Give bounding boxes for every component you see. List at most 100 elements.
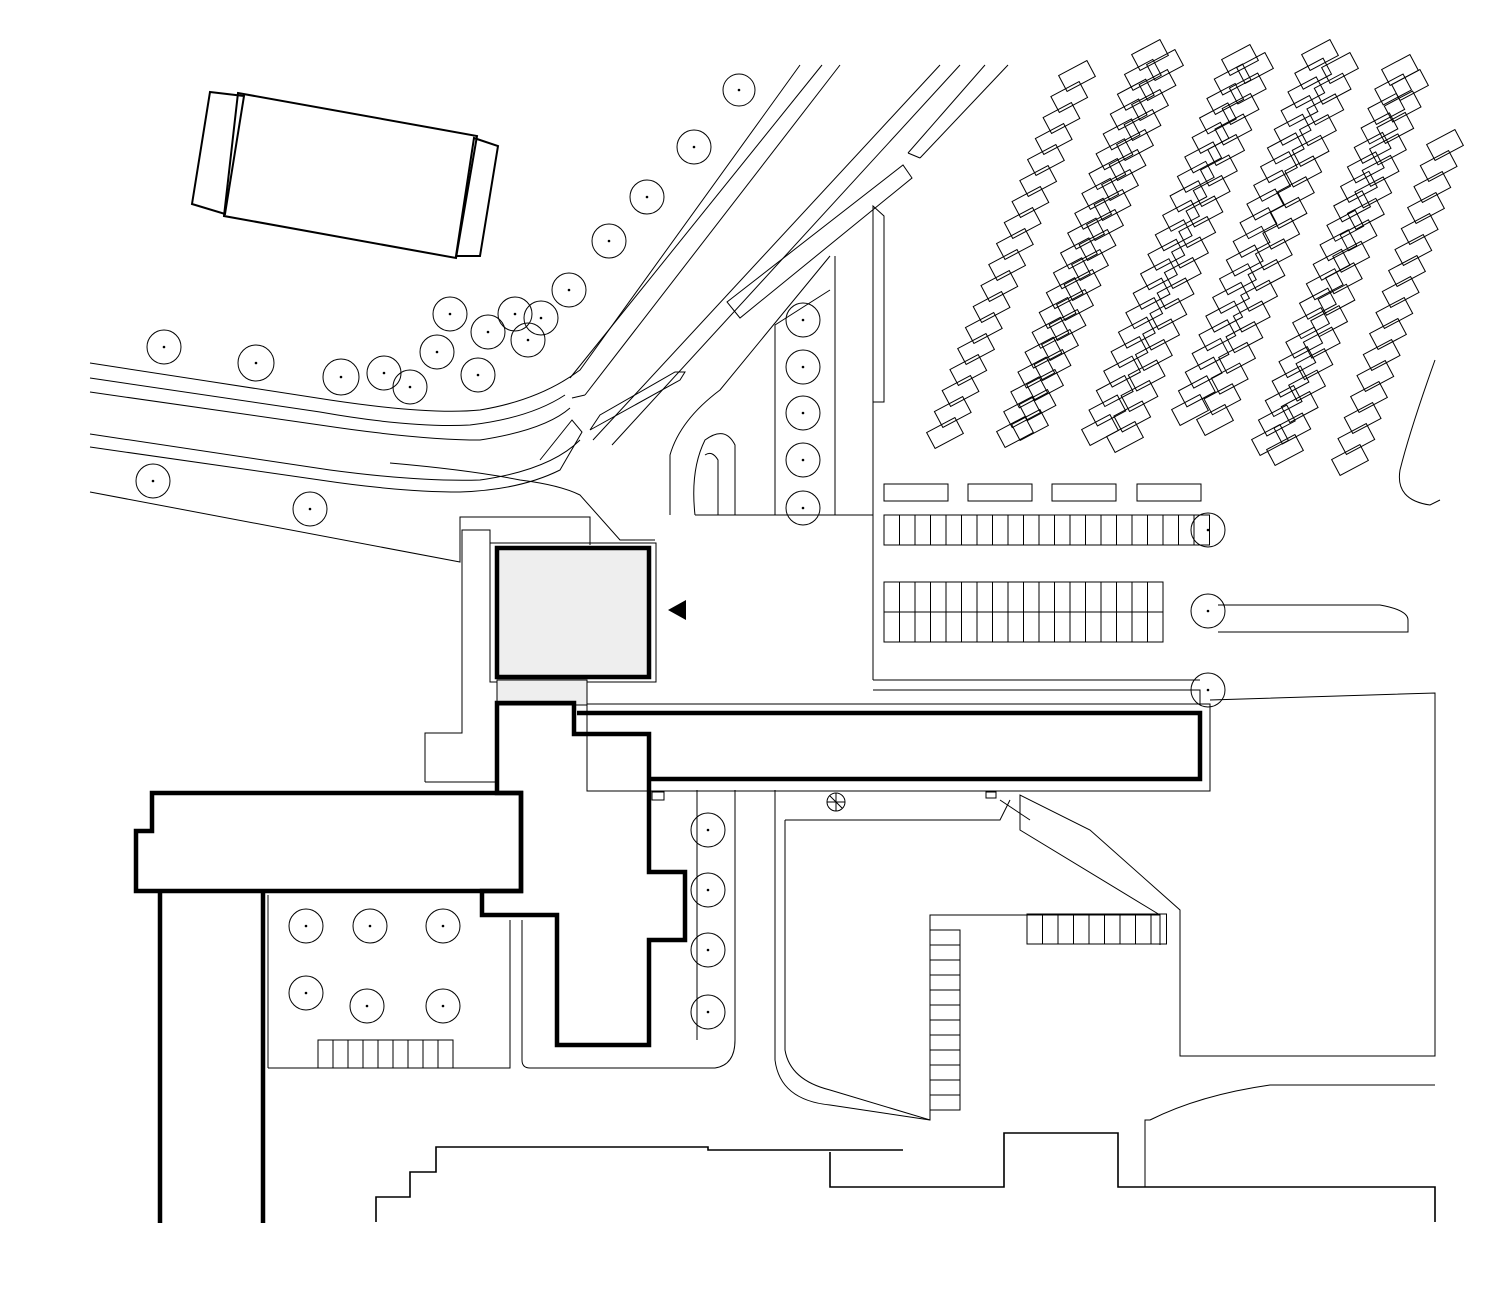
parked-car: [1280, 390, 1319, 424]
parking-stall: [377, 1039, 394, 1069]
parked-car: [1113, 400, 1152, 433]
parked-car: [1346, 197, 1385, 230]
parking-stall: [929, 1064, 961, 1081]
parked-car: [1093, 188, 1132, 222]
parked-car: [1346, 151, 1385, 184]
tree-symbol-icon: [135, 463, 171, 499]
parked-car: [1218, 341, 1257, 375]
parked-car: [1125, 297, 1164, 330]
parked-car: [1254, 238, 1293, 271]
parked-car: [1117, 316, 1156, 349]
parking-stall: [1147, 581, 1164, 613]
parking-stall: [976, 581, 993, 613]
parked-car: [972, 290, 1011, 324]
parked-car: [1257, 404, 1296, 437]
parked-car: [1406, 191, 1446, 225]
tree-symbols: [135, 73, 1226, 1030]
tree-symbol-icon: [785, 302, 821, 338]
parked-car: [1019, 164, 1058, 198]
parked-car: [1313, 72, 1352, 105]
parking-stall: [1136, 483, 1202, 502]
tree-symbol-icon: [292, 491, 328, 527]
parked-car: [1374, 73, 1413, 106]
parked-car: [1138, 68, 1177, 102]
parked-car: [964, 311, 1003, 345]
parked-car: [1095, 374, 1134, 408]
tree-symbol-icon: [425, 908, 461, 944]
parking-stall: [930, 611, 947, 643]
tree-symbol-icon: [497, 296, 533, 332]
parked-car: [1317, 283, 1356, 316]
parking-stall: [437, 1039, 454, 1069]
parked-car: [1278, 345, 1317, 379]
parking-stall: [1104, 913, 1121, 945]
parked-car: [1349, 380, 1389, 414]
parked-car: [1339, 219, 1378, 252]
parking-stall: [1100, 581, 1117, 613]
parked-car: [1295, 347, 1334, 381]
parked-car: [1095, 138, 1134, 171]
road-lines: [89, 64, 1441, 1187]
parked-car: [1109, 98, 1148, 131]
parked-car: [1191, 121, 1230, 155]
tree-symbol-icon: [460, 357, 496, 393]
parking-stall: [929, 1079, 961, 1096]
detached-building: [190, 90, 500, 260]
tree-symbol-icon: [690, 812, 726, 848]
tree-symbol-icon: [288, 908, 324, 944]
parking-stall: [1069, 581, 1086, 613]
parked-car: [1324, 262, 1363, 295]
parking-stall: [883, 514, 900, 546]
parked-car: [1081, 177, 1120, 211]
parked-car: [995, 227, 1034, 261]
parking-stall: [961, 581, 978, 613]
parking-stall: [929, 989, 961, 1006]
tree-symbol-icon: [237, 344, 275, 382]
parked-car: [1239, 207, 1278, 240]
main-building: [133, 700, 1211, 1223]
parked-car: [1337, 422, 1376, 456]
parked-car: [1246, 188, 1285, 221]
parked-car: [1116, 78, 1155, 111]
parked-car: [1271, 365, 1310, 398]
parked-car: [1088, 394, 1127, 427]
parking-stall: [929, 944, 961, 961]
parked-car: [1123, 58, 1162, 91]
parked-car: [1205, 300, 1244, 333]
parked-car: [1108, 148, 1147, 182]
parking-stall: [945, 611, 962, 643]
tree-symbol-icon: [785, 349, 821, 385]
parking-stall: [914, 581, 931, 613]
parked-car: [1276, 176, 1315, 209]
parking-stall: [929, 959, 961, 976]
parked-car: [1232, 300, 1271, 333]
parked-car: [1269, 196, 1308, 230]
parking-stall: [1088, 913, 1105, 945]
parked-car: [1198, 319, 1237, 352]
parked-car: [933, 395, 972, 429]
parking-stall: [883, 483, 949, 502]
entrance-arrow-icon: [668, 600, 686, 620]
tree-symbol-icon: [425, 988, 461, 1024]
parking-stall: [1038, 611, 1055, 643]
parked-car: [1003, 206, 1042, 240]
tree-symbol-icon: [392, 369, 428, 405]
parking-stall: [1131, 581, 1148, 613]
parking-stall: [992, 581, 1009, 613]
parking-stall: [1131, 611, 1148, 643]
parked-car: [1330, 443, 1370, 477]
parking-stall: [1054, 581, 1071, 613]
parked-car: [1294, 57, 1333, 90]
parked-car: [1413, 170, 1452, 204]
parked-car: [925, 416, 965, 450]
parked-car: [1034, 122, 1073, 156]
parking-stall: [976, 611, 993, 643]
parked-car: [1368, 133, 1407, 166]
parking-stall: [929, 929, 961, 946]
tree-symbol-icon: [551, 272, 587, 308]
parking-stall: [1119, 913, 1136, 945]
parking-stall: [883, 581, 900, 613]
parked-car: [1332, 240, 1371, 273]
parked-car: [1088, 157, 1127, 191]
parking-stall: [347, 1039, 364, 1069]
